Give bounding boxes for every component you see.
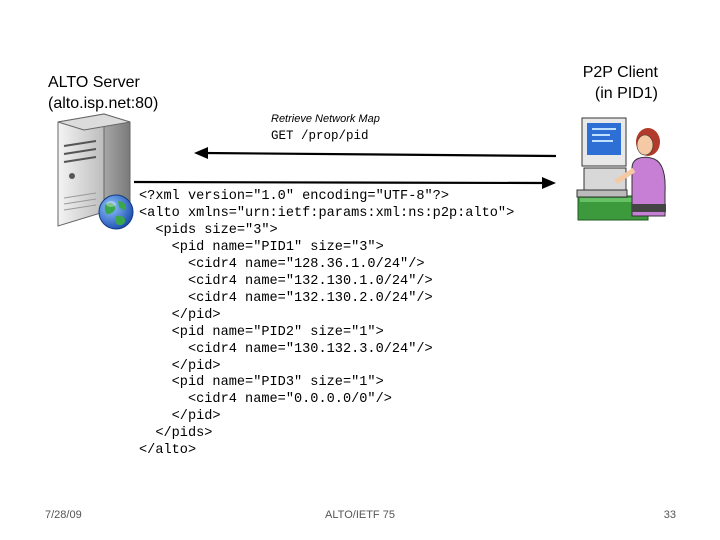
xml-line: </pid> [139,409,221,425]
xml-line: <cidr4 name="132.130.1.0/24"/> [139,273,433,289]
xml-line: <cidr4 name="128.36.1.0/24"/> [139,256,425,272]
xml-line: <pid name="PID2" size="1"> [139,324,384,340]
xml-line: <cidr4 name="0.0.0.0/0"/> [139,392,392,408]
server-address: (alto.isp.net:80) [48,95,159,112]
xml-line: </pid> [139,358,221,374]
server-name: ALTO Server [48,74,140,91]
xml-line: <pid name="PID3" size="1"> [139,375,384,391]
footer-date: 7/28/09 [45,509,82,521]
request-arrow [194,147,557,159]
footer-title: ALTO/IETF 75 [325,509,395,521]
xml-line: </alto> [139,443,197,459]
server-tower-icon [57,113,131,227]
xml-line: <pid name="PID1" size="3"> [139,239,384,255]
xml-response: <?xml version="1.0" encoding="UTF-8"?> <… [139,189,514,460]
xml-line: <pids size="3"> [139,222,278,238]
server-label: ALTO Server (alto.isp.net:80) [48,72,158,114]
client-pid: (in PID1) [594,85,658,102]
response-arrow [133,177,556,189]
footer-page-number: 33 [663,509,676,521]
xml-line: <cidr4 name="130.132.3.0/24"/> [139,341,433,357]
xml-line: <?xml version="1.0" encoding="UTF-8"?> [139,189,449,204]
globe-icon [98,194,134,230]
client-label: P2P Client (in PID1) [583,62,658,104]
woman-at-computer-icon [576,117,666,221]
client-name: P2P Client [582,64,658,81]
request-title: Retrieve Network Map [271,113,380,125]
xml-line: <alto xmlns="urn:ietf:params:xml:ns:p2p:… [139,205,515,221]
xml-line: <cidr4 name="132.130.2.0/24"/> [139,290,433,306]
xml-line: </pids> [139,426,213,442]
request-command: GET /prop/pid [271,129,369,143]
xml-line: </pid> [139,307,221,323]
